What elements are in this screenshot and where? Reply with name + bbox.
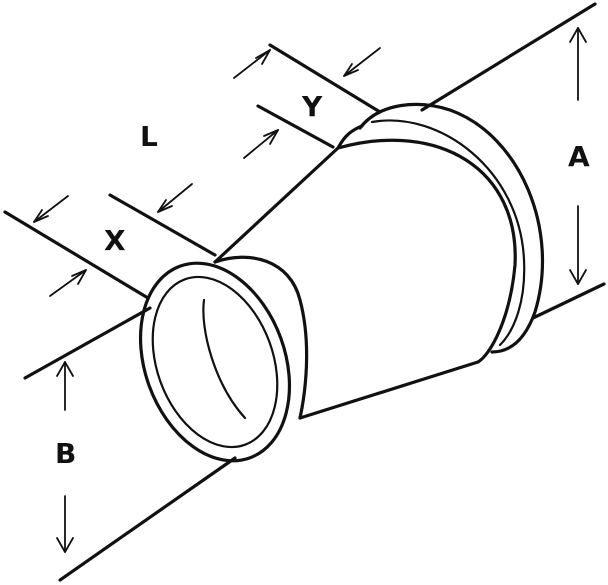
- a-arrow-down: [569, 205, 587, 285]
- large-end-collar: [336, 102, 544, 354]
- x-extension-line-outer: [3, 210, 150, 300]
- cone-large-end-curve: [336, 138, 517, 364]
- small-collar-inner-rim: [151, 275, 279, 449]
- b-arrow-up: [56, 361, 74, 411]
- b-arrow-down: [56, 495, 74, 553]
- x-arrow-top-right: [157, 183, 193, 213]
- large-end-top-extension-line: [420, 2, 597, 112]
- small-collar-back-edge: [213, 255, 309, 420]
- x-arrow-top-left: [33, 195, 69, 223]
- label-b: B: [55, 437, 76, 470]
- small-collar-outer-rim: [138, 261, 292, 463]
- y-extension-line-inner: [256, 104, 335, 149]
- a-arrow-up: [569, 27, 587, 101]
- x-arrow-bottom: [49, 269, 87, 297]
- small-end-collar: [138, 255, 309, 463]
- small-collar-inner-shadow: [202, 298, 247, 420]
- cone-body: [213, 138, 517, 420]
- cone-top-edge: [213, 146, 340, 264]
- large-end-bottom-extension-line: [531, 282, 606, 320]
- label-l: L: [140, 120, 158, 153]
- x-extension-line-inner: [108, 193, 217, 257]
- label-y: Y: [301, 90, 323, 123]
- label-a: A: [568, 140, 590, 173]
- y-extension-line-outer: [268, 43, 382, 114]
- small-end-bottom-extension-line: [58, 456, 237, 582]
- y-arrow-top-right: [343, 47, 381, 77]
- large-collar-outer: [358, 102, 544, 354]
- y-arrow-bottom: [243, 129, 279, 159]
- large-collar-top-join: [336, 124, 364, 150]
- small-end-top-extension-line: [23, 306, 152, 380]
- y-arrow-top: [233, 49, 271, 79]
- cone-bottom-edge: [298, 360, 480, 420]
- label-x: X: [104, 224, 126, 257]
- large-collar-inner: [370, 119, 526, 347]
